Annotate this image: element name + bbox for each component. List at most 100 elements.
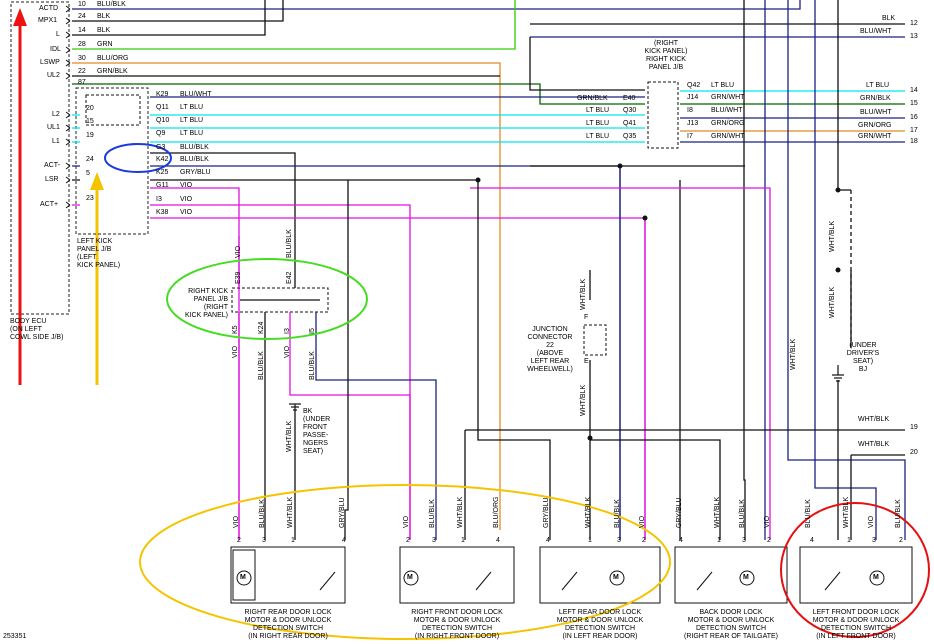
- ecu-pin: IDL: [50, 46, 61, 53]
- pin: 4: [679, 537, 683, 544]
- wire-color: GRN/BLK: [860, 95, 891, 102]
- wire-num: 19: [910, 424, 918, 431]
- ecu-pin: L1: [52, 138, 60, 145]
- inner-num: 24: [86, 156, 94, 163]
- switch-back-door: [674, 546, 788, 604]
- wire-color: LT BLU: [586, 133, 610, 140]
- wire-color: LT BLU: [866, 82, 890, 89]
- term: K42: [156, 156, 169, 163]
- motor-letter: M: [407, 574, 413, 581]
- inner-num: 19: [86, 132, 94, 139]
- ecu-pin: UL2: [47, 72, 60, 79]
- wire-color: GRN/WHT: [858, 133, 892, 140]
- wire-num: 30: [78, 55, 86, 62]
- wire-color: WHT/BLK: [858, 416, 890, 423]
- wire-color: LT BLU: [586, 120, 610, 127]
- wire-color: VIO: [180, 196, 193, 203]
- switch-name: BACK DOOR LOCK MOTOR & DOOR UNLOCK DETEC…: [684, 609, 778, 640]
- wire-color: BLU/BLK: [258, 351, 265, 380]
- term: Q9: [156, 130, 166, 137]
- term: I3: [156, 196, 162, 203]
- wire-color: WHT/BLK: [790, 338, 797, 370]
- wire-color: LT BLU: [180, 117, 204, 124]
- motor-letter: M: [240, 574, 246, 581]
- wire-color: VIO: [232, 345, 239, 358]
- ground-bj-label: (UNDER DRIVER'S SEAT) BJ: [846, 342, 880, 373]
- red-highlight-circle: [780, 502, 930, 638]
- wire-color: LT BLU: [180, 130, 204, 137]
- term: E40: [623, 95, 636, 102]
- wire-color: WHT/BLK: [287, 496, 294, 528]
- wire-num: 15: [910, 100, 918, 107]
- wire-color: GRY/BLU: [543, 497, 550, 528]
- wire-color: WHT/BLK: [714, 496, 721, 528]
- switch-name: LEFT FRONT DOOR LOCK MOTOR & DOOR UNLOCK…: [812, 609, 900, 640]
- wire-num: 20: [910, 449, 918, 456]
- pin: 1: [291, 537, 295, 544]
- right-edge-wires: [529, 23, 905, 143]
- inner-num: 23: [86, 195, 94, 202]
- junction-label: JUNCTION CONNECTOR 22 (ABOVE LEFT REAR W…: [527, 326, 573, 373]
- switch-name: RIGHT FRONT DOOR LOCK MOTOR & DOOR UNLOC…: [411, 609, 503, 640]
- wire-color: BLU/BLK: [614, 499, 621, 528]
- wire-color: WHT/BLK: [580, 278, 587, 310]
- footer-code: 253351: [3, 633, 27, 640]
- top-wires: [72, 0, 801, 530]
- wire-num: 12: [910, 20, 918, 27]
- right-kick-top-label: (RIGHT KICK PANEL) RIGHT KICK PANEL J/B: [644, 40, 688, 71]
- wire-color: GRN: [97, 41, 113, 48]
- ecu-pin: UL1: [47, 124, 60, 131]
- motor-icon: [739, 570, 755, 586]
- wire-color: VIO: [180, 182, 193, 189]
- wire-color: VIO: [868, 515, 875, 528]
- pin: 3: [432, 537, 436, 544]
- ecu-pin: ACT+: [40, 201, 59, 208]
- pin: 2: [642, 537, 646, 544]
- term: I8: [687, 107, 693, 114]
- term: J13: [687, 120, 699, 127]
- wire-color: LT BLU: [180, 104, 204, 111]
- wire-color: VIO: [639, 515, 646, 528]
- wire-color: LT BLU: [711, 82, 735, 89]
- wire-color: BLU/WHT: [180, 91, 212, 98]
- term: K29: [156, 91, 169, 98]
- switch-left-rear: [539, 546, 661, 604]
- wire-color: WHT/BLK: [585, 496, 592, 528]
- pin: 4: [810, 537, 814, 544]
- term: E42: [286, 271, 293, 284]
- ecu-pin: LSWP: [40, 59, 60, 66]
- green-highlight-circle: [166, 258, 368, 340]
- pin: 1: [461, 537, 465, 544]
- wire-color: BLK: [97, 13, 111, 20]
- wire-color: VIO: [235, 245, 242, 258]
- pin: 3: [742, 537, 746, 544]
- motor-icon: [403, 570, 419, 586]
- term: Q41: [623, 120, 637, 127]
- wire-color: BLU/BLK: [895, 499, 902, 528]
- pin: 1: [588, 537, 592, 544]
- wire-color: WHT/BLK: [843, 496, 850, 528]
- wire-color: GRY/BLU: [676, 497, 683, 528]
- term: I7: [687, 133, 693, 140]
- wire-color: VIO: [180, 209, 193, 216]
- term: G11: [156, 182, 169, 189]
- term: Q30: [623, 107, 637, 114]
- wire-color: BLK: [97, 27, 111, 34]
- wire-color: GRN/BLK: [577, 95, 608, 102]
- wire-color: GRN/WHT: [711, 133, 745, 140]
- pin: 2: [899, 537, 903, 544]
- wire-color: GRN/BLK: [97, 68, 128, 75]
- wire-color: BLU/BLK: [309, 351, 316, 380]
- switch-right-front: [399, 546, 515, 604]
- ecu-pin-ticks: [65, 5, 71, 209]
- wire-color: GRN/WHT: [711, 94, 745, 101]
- wire-num: 22: [78, 68, 86, 75]
- term: K25: [156, 169, 169, 176]
- wire-color: BLU/BLK: [97, 1, 126, 8]
- switch-right-rear: [230, 546, 346, 604]
- body-ecu-label: BODY ECU (ON LEFT COWL SIDE J/B): [10, 318, 64, 341]
- pin: F: [584, 314, 589, 321]
- term: K5: [232, 325, 239, 334]
- term: Q10: [156, 117, 170, 124]
- term: K38: [156, 209, 169, 216]
